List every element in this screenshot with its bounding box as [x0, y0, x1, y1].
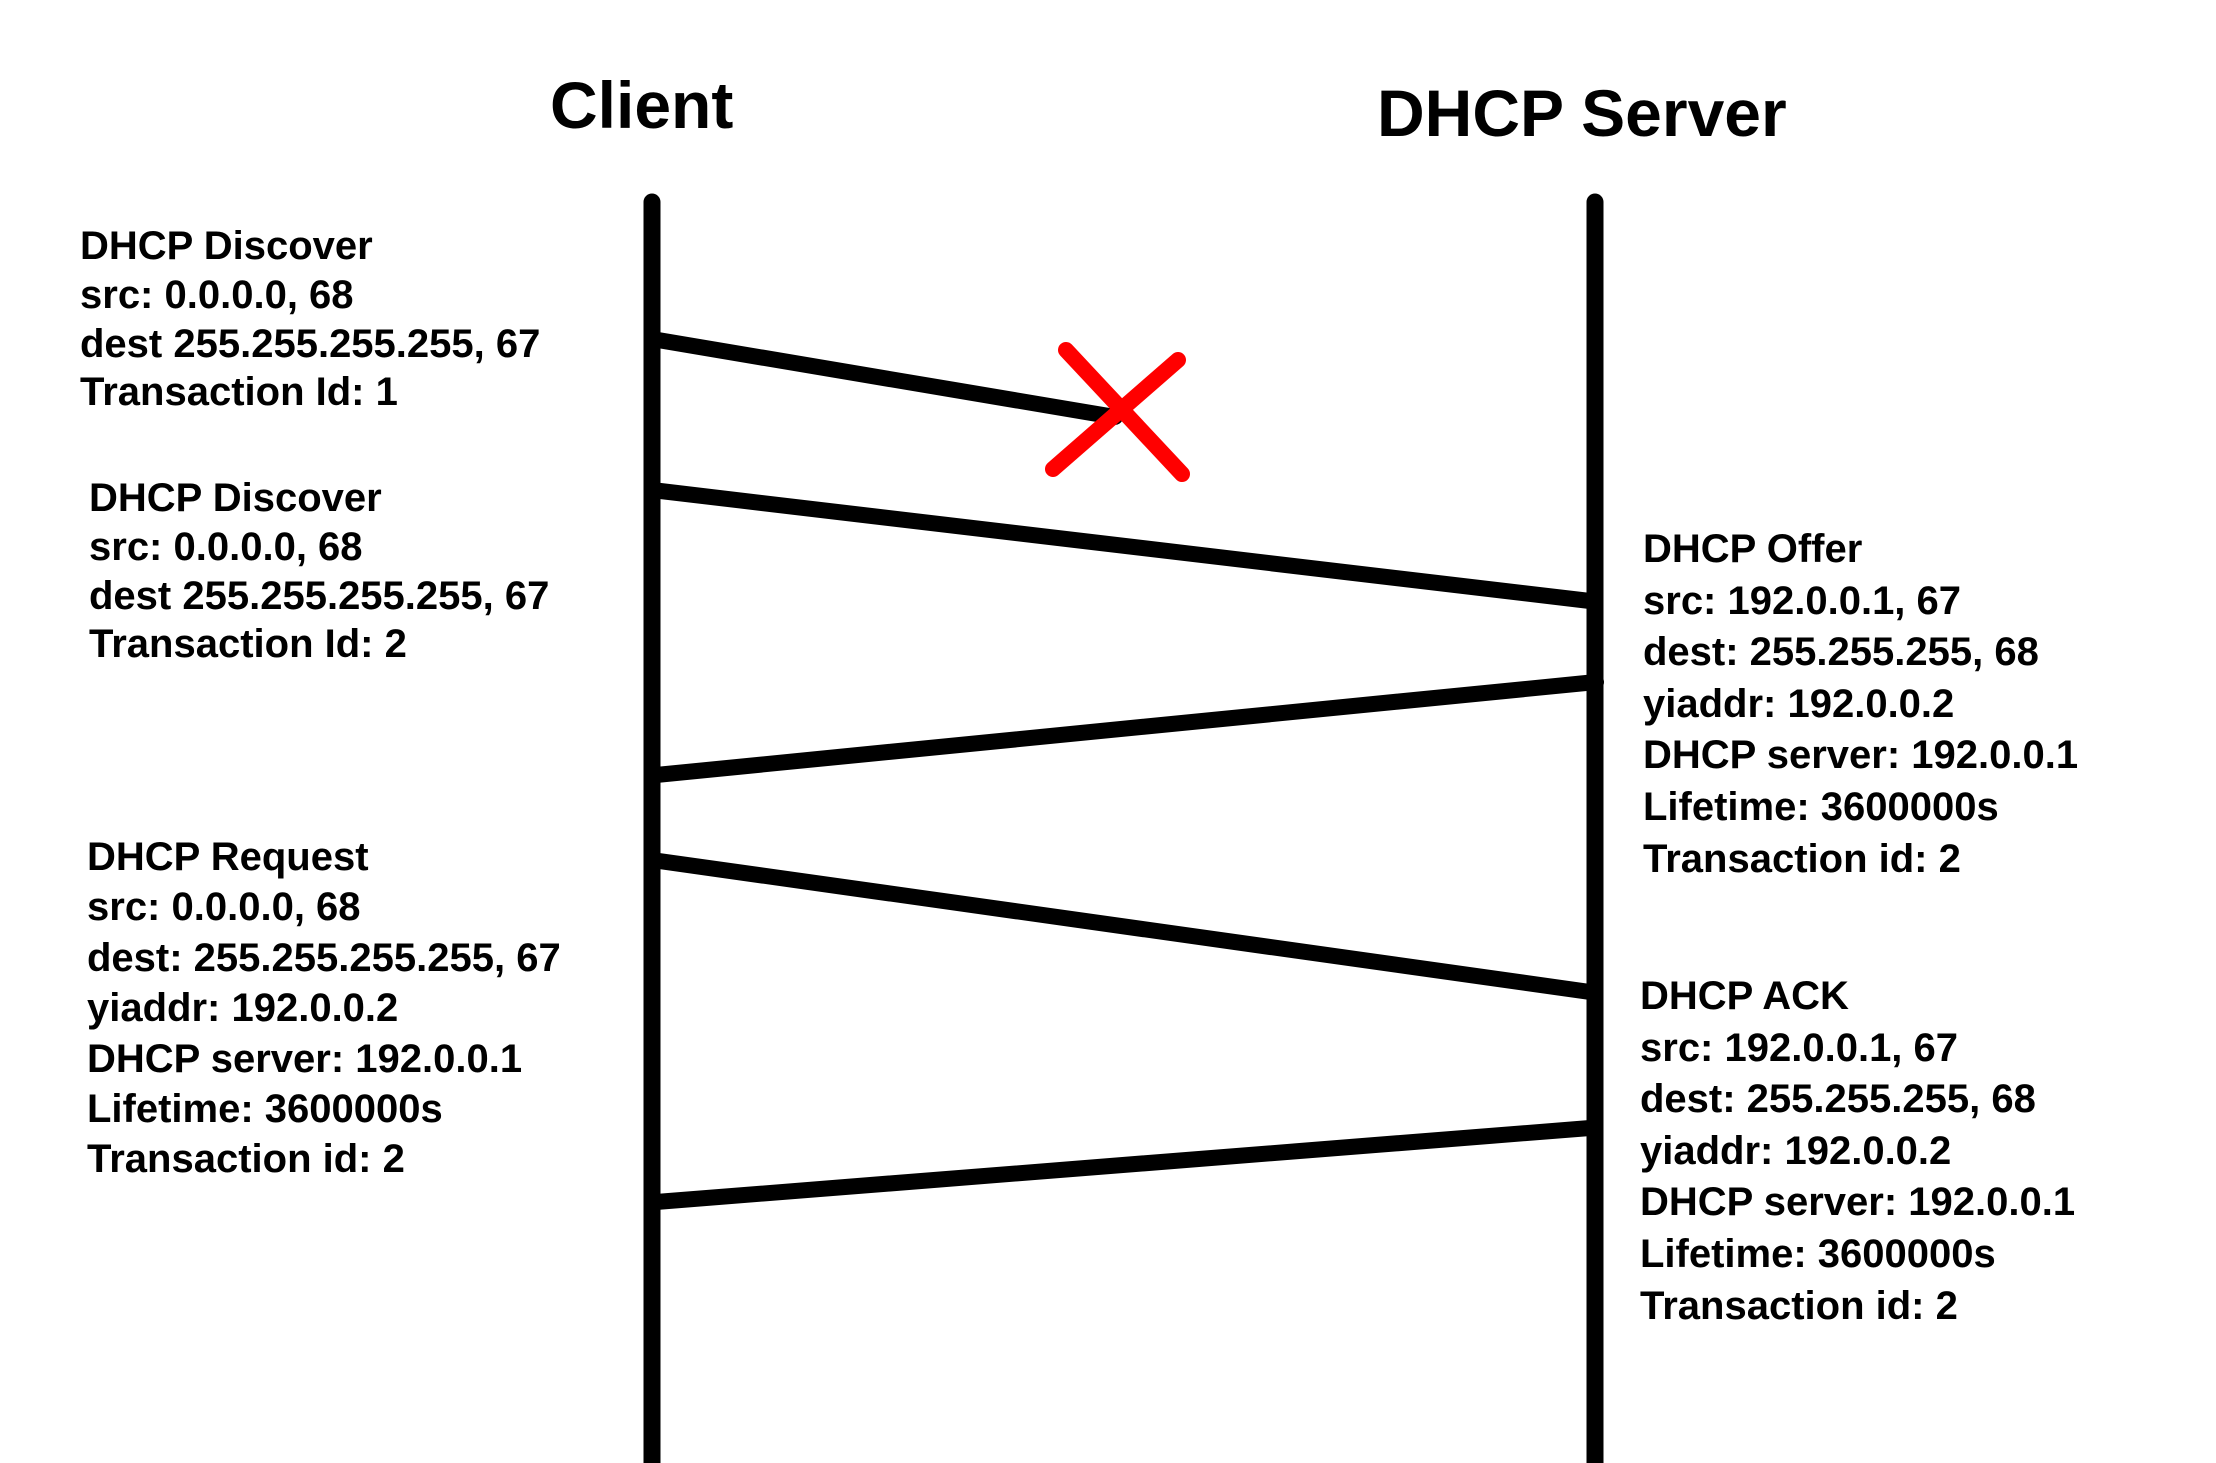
message-label-line: Transaction Id: 2 [89, 622, 407, 667]
message-label-line: DHCP server: 192.0.0.1 [1643, 733, 2079, 778]
message-line-offer [648, 674, 1604, 783]
message-label-request: DHCP Request src: 0.0.0.0, 68 dest: 255.… [87, 832, 561, 1185]
message-label-line: DHCP Request [87, 835, 369, 879]
message-label-line: src: 0.0.0.0, 68 [80, 272, 354, 317]
message-label-line: DHCP Discover [80, 224, 373, 268]
message-label-line: DHCP server: 192.0.0.1 [87, 1036, 523, 1081]
message-label-ack: DHCP ACK src: 192.0.0.1, 67 dest: 255.25… [1640, 971, 2075, 1332]
message-label-discover-1: DHCP Discover src: 0.0.0.0, 68 dest 255.… [80, 222, 540, 417]
message-label-line: src: 0.0.0.0, 68 [89, 524, 363, 569]
message-label-line: src: 192.0.0.1, 67 [1640, 1025, 1959, 1070]
participant-client: Client [550, 68, 734, 142]
message-label-line: dest: 255.255.255.255, 67 [87, 935, 561, 980]
message-line-request [644, 852, 1598, 1000]
participant-server: DHCP Server [1377, 76, 1787, 150]
message-label-line: src: 192.0.0.1, 67 [1643, 578, 1962, 623]
message-line-ack [648, 1120, 1598, 1210]
message-label-line: Lifetime: 3600000s [1643, 784, 1999, 829]
message-label-line: dest 255.255.255.255, 67 [89, 573, 550, 618]
message-label-line: yiaddr: 192.0.0.2 [1643, 681, 1955, 726]
x-mark-icon [1045, 342, 1190, 482]
message-label-discover-2: DHCP Discover src: 0.0.0.0, 68 dest 255.… [89, 474, 549, 669]
message-line-discover-1 [644, 331, 1123, 425]
message-line-discover-2 [644, 482, 1598, 609]
message-label-line: yiaddr: 192.0.0.2 [1640, 1128, 1952, 1173]
message-label-line: Transaction id: 2 [1643, 836, 1961, 881]
message-label-line: DHCP ACK [1640, 974, 1849, 1018]
message-label-line: Lifetime: 3600000s [87, 1086, 443, 1131]
message-label-line: Transaction Id: 1 [80, 370, 398, 415]
message-label-line: DHCP Discover [89, 476, 382, 520]
message-label-line: DHCP server: 192.0.0.1 [1640, 1180, 2076, 1225]
message-label-line: Transaction id: 2 [1640, 1283, 1958, 1328]
message-label-line: dest 255.255.255.255, 67 [80, 321, 541, 366]
message-label-line: yiaddr: 192.0.0.2 [87, 986, 399, 1031]
message-label-line: Lifetime: 3600000s [1640, 1231, 1996, 1276]
message-label-offer: DHCP Offer src: 192.0.0.1, 67 dest: 255.… [1643, 524, 2078, 885]
message-label-line: DHCP Offer [1643, 527, 1863, 571]
message-label-line: Transaction id: 2 [87, 1137, 405, 1182]
message-label-line: src: 0.0.0.0, 68 [87, 885, 361, 930]
message-label-line: dest: 255.255.255, 68 [1643, 630, 2039, 675]
message-label-line: dest: 255.255.255, 68 [1640, 1077, 2036, 1122]
